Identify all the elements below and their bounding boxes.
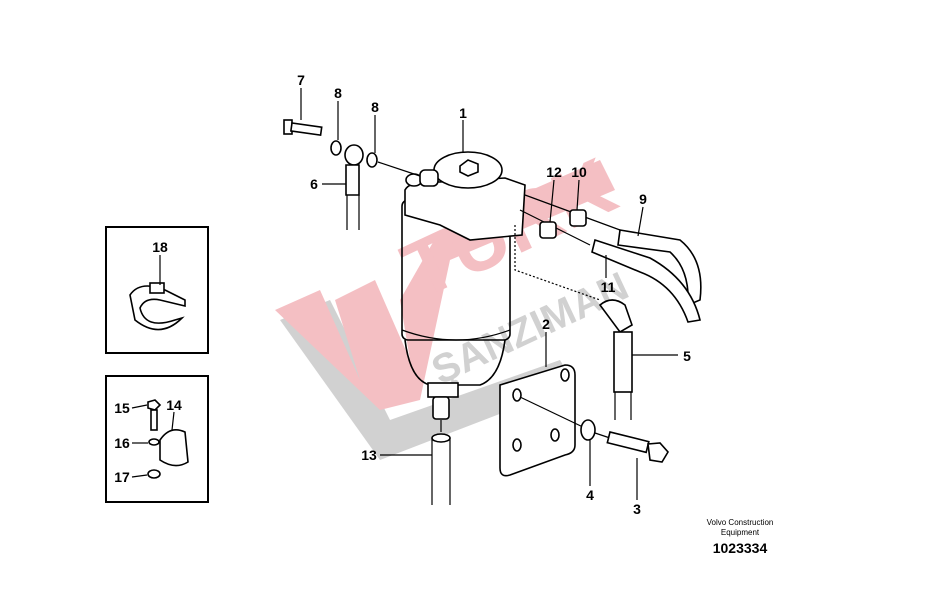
drain-hose — [431, 420, 451, 505]
callout-6: 6 — [310, 176, 318, 192]
manufacturer-caption: Volvo Construction Equipment — [706, 518, 774, 537]
callout-11: 11 — [601, 279, 616, 295]
callout-18: 18 — [152, 239, 168, 255]
callout-2: 2 — [542, 316, 550, 332]
callout-13: 13 — [361, 447, 377, 463]
callout-labels: 1 7 8 8 6 12 10 9 11 5 2 4 3 13 18 15 14… — [114, 72, 691, 517]
callout-1: 1 — [459, 105, 467, 121]
watermark-shadow — [280, 300, 575, 460]
callout-9: 9 — [639, 191, 647, 207]
callout-15: 15 — [114, 400, 130, 416]
hoses-and-clamps — [519, 194, 702, 420]
fuel-filter — [401, 151, 601, 420]
callout-16: 16 — [114, 435, 130, 451]
diagram-number: 1023334 — [712, 540, 768, 556]
callout-14: 14 — [166, 397, 182, 413]
leader-lines — [131, 88, 678, 500]
inset-box-18 — [105, 226, 209, 354]
bracket-plate-parts — [499, 364, 669, 477]
callout-12: 12 — [546, 164, 562, 180]
callout-8b: 8 — [371, 99, 379, 115]
callout-7: 7 — [297, 72, 305, 88]
watermark-shape — [275, 160, 615, 410]
callout-3: 3 — [633, 501, 641, 517]
callout-4: 4 — [586, 487, 594, 503]
callout-8a: 8 — [334, 85, 342, 101]
callout-17: 17 — [114, 469, 130, 485]
callout-5: 5 — [683, 348, 691, 364]
callout-10: 10 — [571, 164, 587, 180]
inset-box-14-17 — [105, 375, 209, 503]
banjo-fitting-parts — [283, 119, 421, 230]
